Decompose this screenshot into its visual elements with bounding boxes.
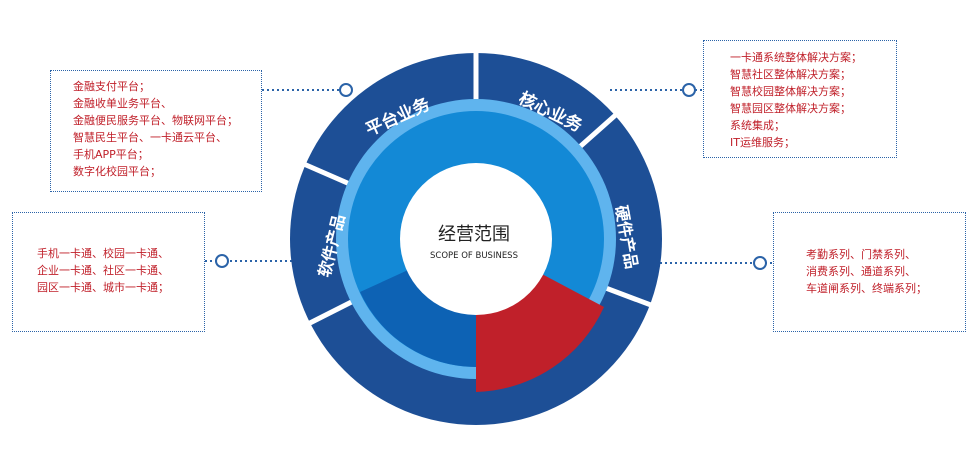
software-products-box: 手机一卡通、校园一卡通、 企业一卡通、社区一卡通、 园区一卡通、城市一卡通；: [12, 212, 205, 332]
list-item: 一卡通系统整体解决方案；: [730, 51, 862, 64]
list-item: 车道闸系列、终端系列；: [806, 282, 927, 295]
list-item: 金融便民服务平台、物联网平台；: [73, 114, 238, 127]
platform-business-box: 金融支付平台； 金融收单业务平台、 金融便民服务平台、物联网平台； 智慧民生平台…: [50, 70, 262, 192]
list-item: 园区一卡通、城市一卡通；: [37, 281, 169, 294]
list-item: 智慧园区整体解决方案；: [730, 102, 851, 115]
list-item: 金融支付平台；: [73, 80, 150, 93]
hardware-products-box: 考勤系列、门禁系列、 消费系列、通道系列、 车道闸系列、终端系列；: [773, 212, 966, 332]
connector-core: [610, 83, 703, 97]
list-item: 智慧民生平台、一卡通云平台、: [73, 131, 227, 144]
list-item: 数字化校园平台；: [73, 165, 161, 178]
list-item: 手机一卡通、校园一卡通、: [37, 247, 169, 260]
connector-hardware: [650, 256, 773, 270]
list-item: 金融收单业务平台、: [73, 97, 172, 110]
list-item: 消费系列、通道系列、: [806, 265, 916, 278]
list-item: 企业一卡通、社区一卡通、: [37, 264, 169, 277]
list-item: IT运维服务；: [730, 136, 795, 149]
list-item: 手机APP平台；: [73, 148, 149, 161]
core-business-box: 一卡通系统整体解决方案； 智慧社区整体解决方案； 智慧校园整体解决方案； 智慧园…: [703, 40, 897, 158]
center-title: 经营范围: [438, 224, 510, 245]
list-item: 系统集成；: [730, 119, 785, 132]
center-subtitle: SCOPE OF BUSINESS: [430, 251, 518, 261]
list-item: 考勤系列、门禁系列、: [806, 248, 916, 261]
center-circle: [400, 163, 552, 315]
list-item: 智慧社区整体解决方案；: [730, 68, 851, 81]
list-item: 智慧校园整体解决方案；: [730, 85, 851, 98]
connector-platform: [262, 83, 353, 97]
connector-software: [205, 254, 292, 268]
